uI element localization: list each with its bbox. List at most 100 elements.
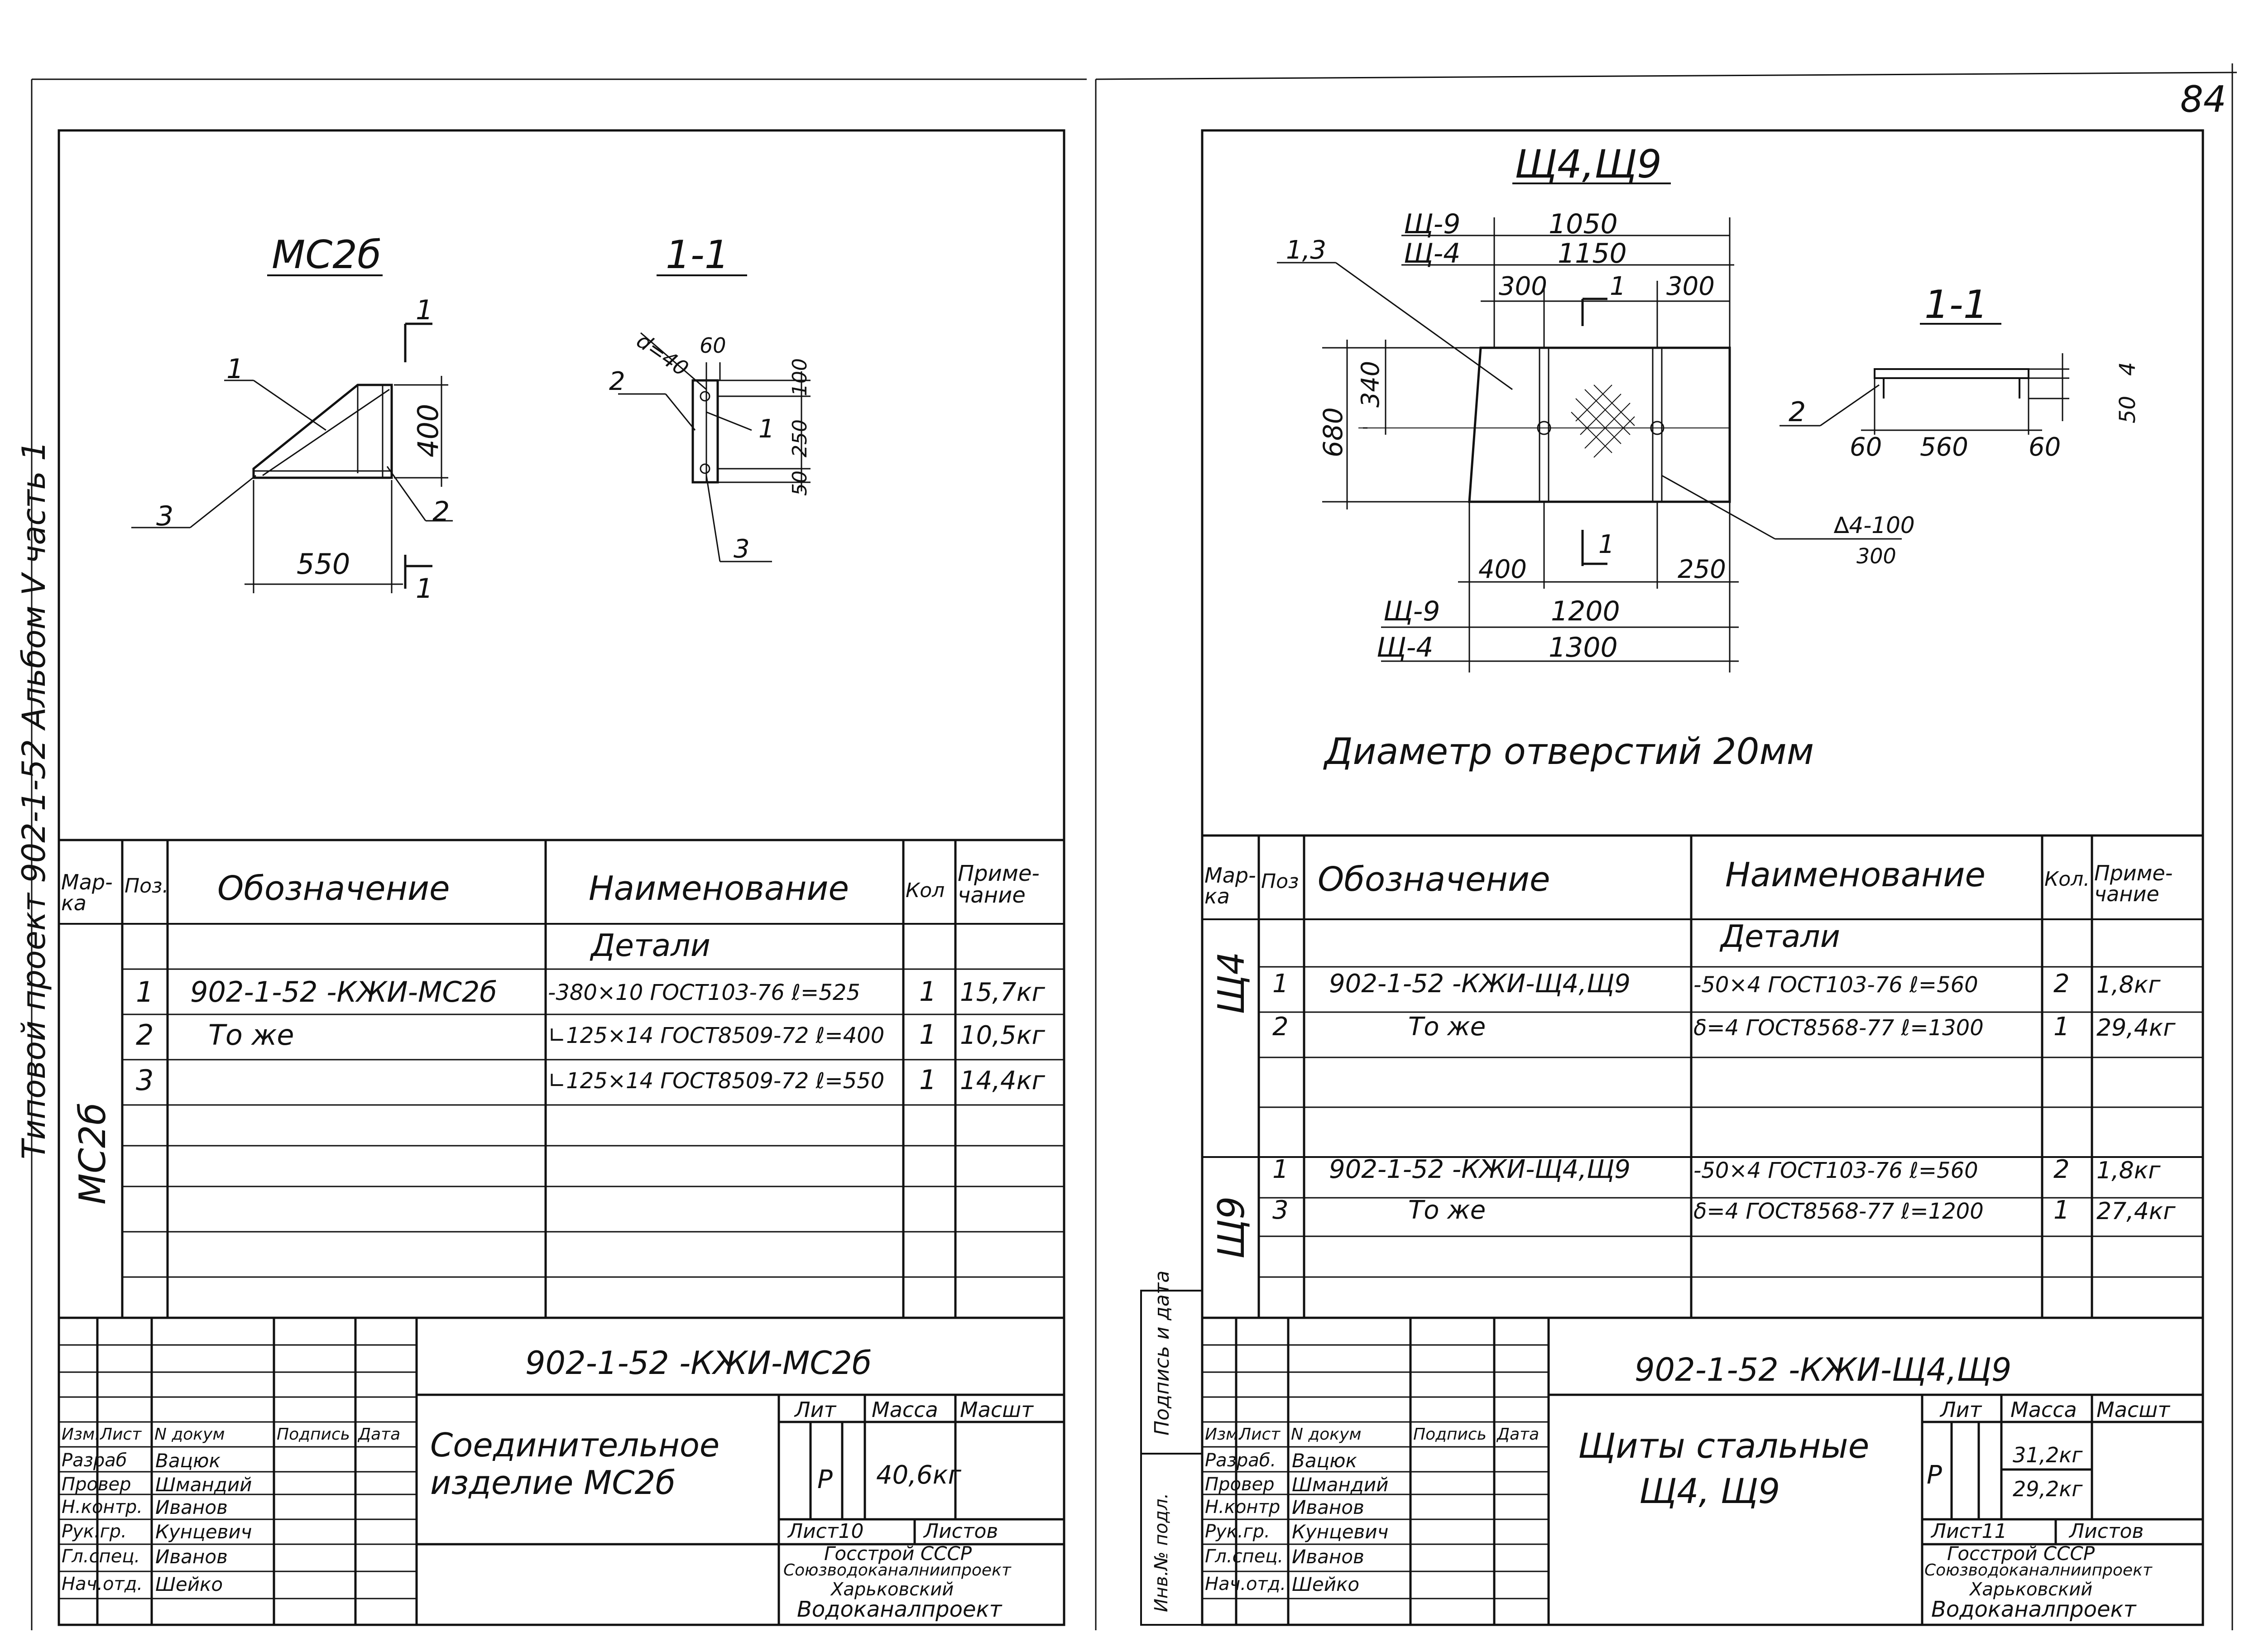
tb-role: Рук.гр. [62,1521,127,1542]
left-lit: Р [817,1465,833,1494]
right-bottom-dim-label-1: Щ-4 [1377,632,1434,663]
tb-head-4: Дата [358,1425,401,1444]
tb-role: Нач.отд. [62,1574,143,1594]
table-row-qty: 1 [2053,1196,2070,1225]
right-header-designation: Обозначение [1318,860,1550,899]
right-drawing-note: Диаметр отверстий 20мм [1324,730,1814,773]
right-bottom-dim-value-0: 1200 [1551,595,1620,627]
left-section-marker-top: 1 [416,294,433,326]
right-bottom-small-0: 400 [1478,555,1527,584]
right-sheet-frame [1201,129,2204,1626]
left-callout-2: 2 [432,496,450,528]
tb-head-2: N докум [1291,1425,1362,1444]
table-row-note: 15,7кг [960,978,1045,1007]
table-row-pos: 1 [1272,1155,1289,1184]
group-mark: Щ9 [1210,1196,1252,1259]
right-org-1: Союзводоканалниипроект [1924,1561,2152,1580]
tb-name: Вацюк [1292,1450,1357,1472]
right-bottom-small-1: 1 [1598,530,1615,559]
tb-role: Гл.спец. [62,1546,140,1567]
right-lit: Р [1927,1460,1942,1490]
right-top-dim-value-1: 1150 [1558,238,1627,269]
right-top-small-0: 300 [1499,272,1547,301]
table-row-qty: 2 [2053,969,2070,999]
left-sec-callout-3: 3 [734,534,750,564]
table-row-pos: 3 [136,1064,154,1097]
left-header-designation: Обозначение [217,869,450,908]
tb-name: Иванов [155,1496,228,1518]
tb-name: Иванов [1292,1496,1364,1518]
left-header-name: Наименование [589,869,849,908]
left-dim-height: 400 [412,403,445,457]
left-sheets-label: Листов [924,1520,998,1543]
tb-name: Кунцевич [1292,1521,1389,1543]
right-title-line2: Щ4, Щ9 [1639,1471,1780,1511]
table-row-qty: 1 [919,976,937,1008]
left-sheet-frame [58,129,1065,1626]
right-top-dim-label-0: Щ-9 [1404,208,1461,240]
left-section-marker-bottom: 1 [416,573,433,605]
left-org-2: Харьковский [831,1579,954,1600]
left-mass: 40,6кг [876,1460,961,1490]
tb-name: Иванов [155,1546,228,1568]
tb-name: Шмандий [1292,1474,1389,1496]
table-row-note: 27,4кг [2096,1198,2176,1225]
table-row-qty: 1 [919,1019,937,1051]
left-sec-callout-1: 1 [758,414,775,444]
tb-head-3: Подпись [1413,1425,1487,1444]
tb-role: Н.контр [1205,1497,1281,1518]
tb-head-0: Изм. [62,1425,100,1444]
left-drawing-title: МС2б [272,232,382,278]
left-callout-1: 1 [226,353,244,385]
left-section-title: 1-1 [666,232,729,278]
right-sec-a: 60 [1850,432,1882,462]
left-callout-3: 3 [156,500,174,532]
table-row-qty: 2 [2053,1155,2070,1184]
right-bottom-dim-value-1: 1300 [1549,632,1618,663]
right-side-label-1: Инв.№ подл. [1151,1493,1172,1612]
right-section-label: Детали [1721,919,1840,955]
right-weld: ∆4-100 [1834,512,1915,538]
table-row-name: -50×4 ГОСТ103-76 ℓ=560 [1693,972,1978,998]
tb-role: Разраб. [1205,1450,1276,1471]
left-header-qty: Кол [906,879,945,902]
right-top-small-2: 300 [1666,272,1715,301]
table-row-qty: 1 [919,1064,937,1096]
tb-role: Рук.гр. [1205,1521,1270,1542]
tb-head-0: Изм. [1205,1425,1243,1444]
right-header-pos: Поз [1261,870,1299,893]
left-doc-code: 902-1-52 -КЖИ-МС2б [525,1345,872,1382]
left-sec-v1: 100 [788,358,811,396]
right-top-small-1: 1 [1610,272,1626,301]
table-row-designation: 902-1-52 -КЖИ-МС2б [190,975,497,1008]
right-left-dim-inner: 340 [1356,360,1385,408]
left-header-mark: Мар-ка [61,870,113,915]
table-row-pos: 2 [136,1018,154,1052]
table-row-note: 1,8кг [2096,971,2161,999]
left-org-3: Водоканалпроект [797,1597,1002,1622]
table-row-note: 14,4кг [960,1066,1045,1095]
left-header-pos: Поз. [125,874,169,898]
tb-role: Провер [62,1474,131,1495]
right-top-dim-label-1: Щ-4 [1404,238,1461,269]
right-title-line1: Щиты стальные [1578,1426,1870,1466]
right-sheets-label: Листов [2069,1520,2144,1543]
tb-role: Провер [1205,1474,1275,1495]
tb-name: Иванов [1292,1546,1364,1568]
left-mass-label: Масса [872,1397,938,1422]
tb-name: Шейко [155,1573,223,1595]
tb-role: Нач.отд. [1205,1574,1286,1594]
table-row-pos: 1 [136,975,154,1008]
page-number: 84 [2180,78,2226,120]
right-mass-2: 29,2кг [2013,1477,2083,1501]
left-dim-width: 550 [297,547,350,581]
right-org-2: Харьковский [1970,1579,2093,1600]
right-mass-1: 31,2кг [2013,1443,2083,1467]
right-bottom-small-2: 250 [1678,555,1726,584]
left-section-label: Детали [591,928,710,964]
tb-head-1: Лист [100,1425,142,1444]
table-row-name: ∟125×14 ГОСТ8509-72 ℓ=400 [548,1023,885,1048]
right-sec-t: 4 [2115,362,2140,376]
table-row-pos: 2 [1272,1012,1289,1042]
table-row-name: δ=4 ГОСТ8568-77 ℓ=1300 [1693,1015,1984,1041]
